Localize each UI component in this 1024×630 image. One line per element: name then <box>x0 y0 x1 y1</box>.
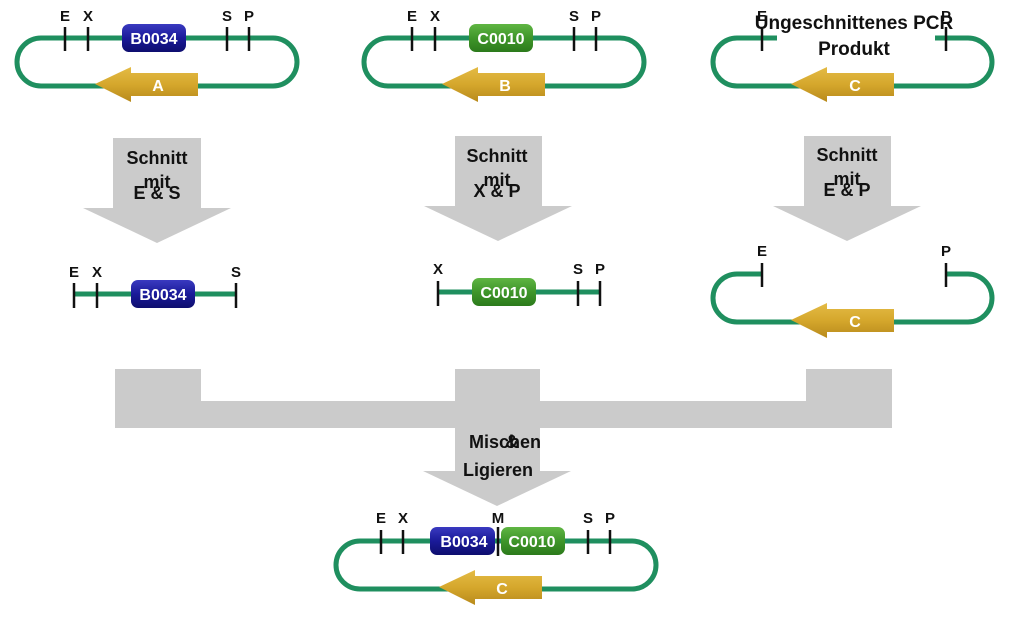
cut-site-p: P <box>941 8 951 51</box>
svg-text:P: P <box>595 261 605 278</box>
backbone-arrow-c: C <box>439 570 542 605</box>
cut-site-x: X <box>430 8 440 51</box>
part-c0010: C0010 <box>501 527 565 555</box>
cut-arrow-1-label: Schnitt mit E & S <box>127 148 188 203</box>
svg-text:Ligieren: Ligieren <box>463 460 533 480</box>
svg-text:E: E <box>407 8 417 25</box>
svg-text:mit: mit <box>834 169 861 189</box>
svg-text:mit: mit <box>484 170 511 190</box>
cut-site-e: E <box>60 8 70 51</box>
svg-text:E: E <box>757 243 767 260</box>
part-c0010: C0010 <box>472 278 536 306</box>
cut-site-e: E <box>69 264 79 308</box>
cut-arrow-3-label: Schnitt mit E & P <box>817 145 878 200</box>
svg-text:Schnitt: Schnitt <box>127 148 188 168</box>
svg-text:P: P <box>941 243 951 260</box>
cut-site-p: P <box>941 243 951 287</box>
svg-text:C0010: C0010 <box>477 31 524 48</box>
svg-text:C: C <box>849 314 861 331</box>
cut-site-e: E <box>757 8 767 51</box>
result-plasmid: E X B0034 C0010 M S P C <box>333 510 659 605</box>
cut-site-s: S <box>583 510 593 554</box>
svg-text:X: X <box>433 261 443 278</box>
cut-site-e: E <box>757 243 767 287</box>
svg-text:C: C <box>496 581 508 598</box>
svg-text:P: P <box>591 8 601 25</box>
cut-site-s: S <box>231 264 241 308</box>
cut-site-e: E <box>407 8 417 51</box>
svg-text:S: S <box>573 261 583 278</box>
svg-text:E: E <box>376 510 386 527</box>
svg-text:Schnitt: Schnitt <box>467 146 528 166</box>
svg-text:A: A <box>152 78 164 95</box>
merge-arrow <box>115 369 892 506</box>
svg-text:S: S <box>231 264 241 281</box>
svg-text:M: M <box>492 510 505 527</box>
cut-site-x: X <box>433 261 443 306</box>
svg-text:S: S <box>583 510 593 527</box>
svg-text:X: X <box>398 510 408 527</box>
backbone-arrow-c: C <box>791 303 894 338</box>
svg-text:&: & <box>506 432 519 452</box>
svg-text:Mischen: Mischen <box>469 432 541 452</box>
plasmid-a: E X S P B0034 A <box>14 8 300 102</box>
cut-site-s: S <box>569 8 579 51</box>
svg-text:C0010: C0010 <box>480 285 527 302</box>
cut-site-p: P <box>591 8 601 51</box>
svg-text:S: S <box>569 8 579 25</box>
cut-arrow-2-label: Schnitt mit X & P <box>467 146 528 201</box>
svg-text:B0034: B0034 <box>130 31 177 48</box>
svg-text:X & P: X & P <box>473 181 520 201</box>
backbone-arrow-a: A <box>95 67 198 102</box>
svg-text:X: X <box>430 8 440 25</box>
cut-site-x: X <box>92 264 102 308</box>
cut-arrow-3 <box>773 136 921 241</box>
part-b0034: B0034 <box>122 24 186 52</box>
plasmid-b: E X S P C0010 B <box>361 8 647 102</box>
part-b0034: B0034 <box>430 527 495 555</box>
svg-text:P: P <box>605 510 615 527</box>
cut-backbone-c: E P C <box>710 243 995 338</box>
svg-text:S: S <box>222 8 232 25</box>
pcr-product: E P C Ungeschnittenes PCR Produkt <box>710 8 995 102</box>
backbone-arrow-b: B <box>442 67 545 102</box>
svg-text:E: E <box>757 8 767 25</box>
cut-site-p: P <box>244 8 254 51</box>
svg-text:B: B <box>499 78 511 95</box>
svg-text:B0034: B0034 <box>440 534 487 551</box>
svg-text:X: X <box>83 8 93 25</box>
pcr-title-line2: Produkt <box>818 39 890 60</box>
cut-site-e: E <box>376 510 386 554</box>
backbone-arrow-c: C <box>791 67 894 102</box>
svg-text:X: X <box>92 264 102 281</box>
svg-text:mit: mit <box>144 172 171 192</box>
merge-arrow-label: Mischen & Ligieren <box>463 432 541 480</box>
svg-text:E & S: E & S <box>133 183 180 203</box>
svg-text:B0034: B0034 <box>139 287 186 304</box>
svg-text:E: E <box>60 8 70 25</box>
part-c0010: C0010 <box>469 24 533 52</box>
pcr-title-line1: Ungeschnittenes PCR <box>755 13 954 34</box>
cut-fragment-c0010: X S P C0010 <box>433 261 605 306</box>
svg-text:E & P: E & P <box>823 180 870 200</box>
cut-site-s: S <box>222 8 232 51</box>
part-b0034: B0034 <box>131 280 195 308</box>
cut-arrow-2 <box>424 136 572 241</box>
cut-fragment-b0034: E X S B0034 <box>69 264 241 308</box>
cut-site-s: S <box>573 261 583 306</box>
scar-site-m: M <box>492 510 505 556</box>
svg-text:Schnitt: Schnitt <box>817 145 878 165</box>
cut-arrow-1 <box>83 138 231 243</box>
cut-site-x: X <box>83 8 93 51</box>
cut-site-p: P <box>595 261 605 306</box>
svg-text:C0010: C0010 <box>508 534 555 551</box>
svg-text:P: P <box>244 8 254 25</box>
svg-text:C: C <box>849 78 861 95</box>
cut-site-p: P <box>605 510 615 554</box>
cut-site-x: X <box>398 510 408 554</box>
svg-text:E: E <box>69 264 79 281</box>
svg-text:P: P <box>941 8 951 25</box>
